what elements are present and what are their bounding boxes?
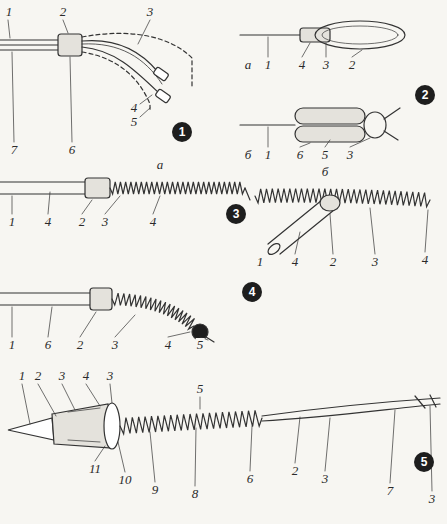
callout-number: 1 (5, 5, 14, 19)
figure-number: 4 (242, 282, 262, 302)
callout-number: 3 (146, 5, 155, 19)
figure-2-drawing (240, 21, 405, 147)
callout-number: 4 (298, 58, 307, 72)
callout-number: 2 (78, 215, 87, 229)
callout-number: 3 (428, 492, 437, 506)
callout-number: 3 (101, 215, 110, 229)
callout-number: 5 (321, 148, 330, 162)
callout-number: 4 (130, 101, 139, 115)
figure-5-drawing (8, 384, 440, 491)
callout-number: 4 (149, 215, 158, 229)
figure-number: 2 (415, 85, 435, 105)
callout-number: 1 (264, 58, 273, 72)
callout-number: 5 (130, 115, 139, 129)
callout-number: 6 (68, 143, 77, 157)
figure-1-drawing (0, 20, 192, 142)
callout-number: 3 (371, 255, 380, 269)
callout-number: 2 (76, 338, 85, 352)
callout-number: 2 (348, 58, 357, 72)
subfigure-letter: б (321, 165, 330, 179)
callout-number: 1 (8, 215, 17, 229)
callout-number: 7 (386, 484, 395, 498)
callout-number: 5 (196, 338, 205, 352)
callout-number: 1 (256, 255, 265, 269)
callout-number: 3 (321, 472, 330, 486)
subfigure-letter: а (244, 58, 253, 72)
callout-number: 5 (196, 382, 205, 396)
callout-number: 3 (58, 369, 67, 383)
callout-number: 2 (291, 464, 300, 478)
callout-number: 8 (191, 487, 200, 501)
callout-number: 4 (291, 255, 300, 269)
callout-number: 3 (111, 338, 120, 352)
figure-number: 3 (226, 204, 246, 224)
callout-number: 3 (106, 369, 115, 383)
callout-number: 7 (10, 143, 19, 157)
callout-number: 1 (264, 148, 273, 162)
callout-number: 2 (329, 255, 338, 269)
callout-number: 1 (8, 338, 17, 352)
callout-number: 4 (164, 338, 173, 352)
callout-number: 6 (296, 148, 305, 162)
subfigure-letter: б (244, 148, 253, 162)
callout-number: 3 (322, 58, 331, 72)
callout-number: 3 (346, 148, 355, 162)
callout-number: 6 (246, 472, 255, 486)
callout-number: 2 (34, 369, 43, 383)
callout-number: 9 (151, 483, 160, 497)
callout-number: 4 (421, 253, 430, 267)
figure-4-drawing (0, 288, 214, 342)
callout-number: 2 (59, 5, 68, 19)
callout-number: 4 (82, 369, 91, 383)
subfigure-letter: а (156, 158, 165, 172)
callout-number: 1 (18, 369, 27, 383)
callout-number: 10 (118, 473, 133, 487)
callout-number: 11 (88, 462, 102, 476)
figure-number: 5 (414, 452, 434, 472)
figure-3a-drawing (0, 178, 250, 214)
callout-number: 4 (44, 215, 53, 229)
figure-3b-drawing (255, 189, 430, 257)
callout-number: 6 (44, 338, 53, 352)
figure-number: 1 (172, 122, 192, 142)
